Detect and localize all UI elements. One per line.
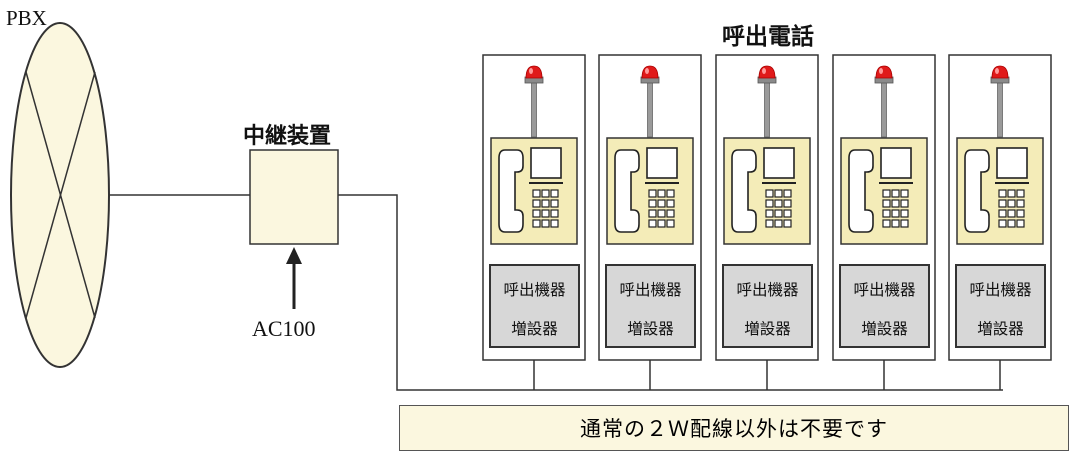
extender-label-line2: 増設器	[861, 321, 908, 338]
relay-bus-wire	[338, 194, 1003, 391]
call-device-extender: 呼出機器増設器	[605, 264, 696, 348]
extender-label-line1: 呼出機器	[619, 282, 682, 299]
call-device-extender: 呼出機器増設器	[839, 264, 930, 348]
red-beacon-lamp-icon	[874, 65, 894, 138]
extender-label-line2: 増設器	[744, 321, 791, 338]
call-phone-icon	[840, 137, 928, 245]
red-beacon-lamp-icon	[757, 65, 777, 138]
note-text: 通常の２Ｗ配線以外は不要です	[580, 417, 888, 441]
call-phone-icon	[606, 137, 694, 245]
call-device-extender: 呼出機器増設器	[955, 264, 1046, 348]
call-phones-title: 呼出電話	[722, 24, 814, 50]
extender-label-line2: 増設器	[511, 321, 558, 338]
relay-device-box	[249, 149, 339, 245]
extender-label-line1: 呼出機器	[736, 282, 799, 299]
relay-device-label: 中継装置	[243, 124, 332, 149]
red-beacon-lamp-icon	[524, 65, 544, 138]
extender-label-line2: 増設器	[627, 321, 674, 338]
pbx-node	[10, 22, 110, 368]
red-beacon-lamp-icon	[640, 65, 660, 138]
pbx-label: PBX	[6, 6, 47, 30]
power-arrow-icon	[286, 247, 302, 309]
red-beacon-lamp-icon	[990, 65, 1010, 138]
extender-label-line2: 増設器	[977, 321, 1024, 338]
power-label: AC100	[252, 316, 316, 341]
call-device-extender: 呼出機器増設器	[722, 264, 813, 348]
extender-label-line1: 呼出機器	[969, 282, 1032, 299]
call-phone-icon	[490, 137, 578, 245]
call-phone-icon	[956, 137, 1044, 245]
call-phone-icon	[723, 137, 811, 245]
note-box: 通常の２Ｗ配線以外は不要です	[399, 405, 1069, 451]
extender-label-line1: 呼出機器	[853, 282, 916, 299]
extender-label-line1: 呼出機器	[503, 282, 566, 299]
call-device-extender: 呼出機器増設器	[489, 264, 580, 348]
